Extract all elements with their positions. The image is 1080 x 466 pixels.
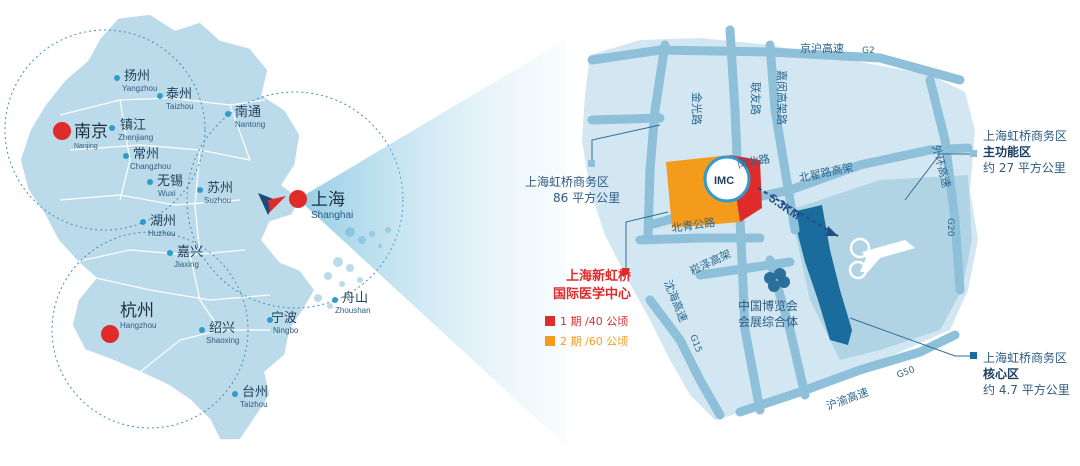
core-zone-area [792,205,852,345]
city-label: 嘉兴 [177,245,203,260]
imc-logo [703,155,751,203]
road-label: 闵北路 [736,151,771,171]
major-city-label-en: Shanghai [311,210,353,221]
expo-label: 中国博览会 [738,298,798,313]
city-label: 湖州 [150,214,176,229]
city-label: 镇江 [120,118,146,133]
major-city-label: 南京 [74,122,108,142]
expo-clover-icon [764,268,790,292]
city-label: 无锡 [157,174,183,189]
city-label: 南通 [235,104,261,120]
city-label-en: Nantong [235,120,265,129]
road-label-jinguang: 金光路 [690,92,704,125]
road-label: 嘉闵高架路 [775,70,789,125]
phase2-label: 2 期 /60 公顷 [560,335,628,348]
main-zone-name: 主功能区 [983,144,1031,159]
road-label: G2 [862,46,875,56]
regional-map [4,13,565,445]
road-label: 金光路 [690,92,704,125]
city-label-en: Wuxi [158,189,176,198]
hongqiao-area-size: 86 平方公里 [553,190,620,205]
major-city-label-en: Hangzhou [120,321,156,330]
road-label: 北青公路 [671,216,716,235]
city-label-en: Jiaxing [174,260,199,269]
imc-title: 上海新虹桥 [566,268,632,284]
city-label-en: Taizhou [166,102,194,111]
distance-line [757,187,839,237]
city-label-en: Yangzhou [122,84,157,93]
city-label: 绍兴 [209,321,235,336]
road-label-jiagang: 嘉闵高架路 [775,70,789,125]
hongqiao-marker [258,193,276,215]
airport-icon [849,237,915,272]
imc-subtitle: 国际医学中心 [553,286,631,302]
rail-station-icon [848,260,868,280]
nanjing-marker [53,122,71,140]
core-zone-name: 核心区 [983,366,1019,381]
city-label: 舟山 [342,291,368,306]
city-markers [109,75,338,397]
city-label: 苏州 [207,180,233,196]
road-label: G20 [945,218,955,237]
main-zone-size: 约 27 平方公里 [983,160,1066,175]
phase2-legend-swatch [545,336,555,346]
city-label: 泰州 [166,87,192,102]
shanghai-marker [289,190,307,208]
phase1-legend-swatch [545,316,555,326]
main-zone-title: 上海虹桥商务区 [983,128,1067,143]
city-label-en: Changzhou [130,162,171,171]
major-city-label: 上海 [311,190,345,210]
region-borders [59,97,271,373]
zoom-beam [298,40,565,445]
major-city-label: 杭州 [120,301,154,321]
expo-label: 会展综合体 [738,314,798,329]
city-label: 宁波 [271,310,297,326]
core-zone-size: 约 4.7 平方公里 [983,382,1070,397]
core-zone-title: 上海虹桥商务区 [983,350,1067,365]
hangzhou-marker [101,325,119,343]
detail-map [545,25,978,420]
city-label-en: Zhenjiang [118,133,153,142]
city-label: 扬州 [124,69,150,84]
city-label-en: Suzhou [204,196,231,205]
road-label-lianyou: 联友路 [749,82,763,115]
road-label: 京沪高速 [800,41,844,55]
road-label: G50 [896,365,917,381]
road-label: 沪渝高速 [824,385,870,413]
city-label: 常州 [133,147,159,162]
city-label-en: Ningbo [273,326,299,335]
imc-logo-text: IMC [714,175,734,187]
city-label-en: Taizhou [240,400,268,409]
city-label-en: Zhoushan [335,306,371,315]
roads [587,25,973,420]
major-city-label-en: Nanjing [74,143,98,150]
city-label-en: Huzhou [148,229,176,238]
hongqiao-area-title: 上海虹桥商务区 [525,174,609,189]
leader-lines [591,124,975,357]
phase1-label: 1 期 /40 公顷 [560,315,628,328]
region-land [19,13,316,441]
city-label: 台州 [242,385,268,400]
road-label: 联友路 [749,82,763,115]
city-label-en: Shaoxing [206,336,239,345]
